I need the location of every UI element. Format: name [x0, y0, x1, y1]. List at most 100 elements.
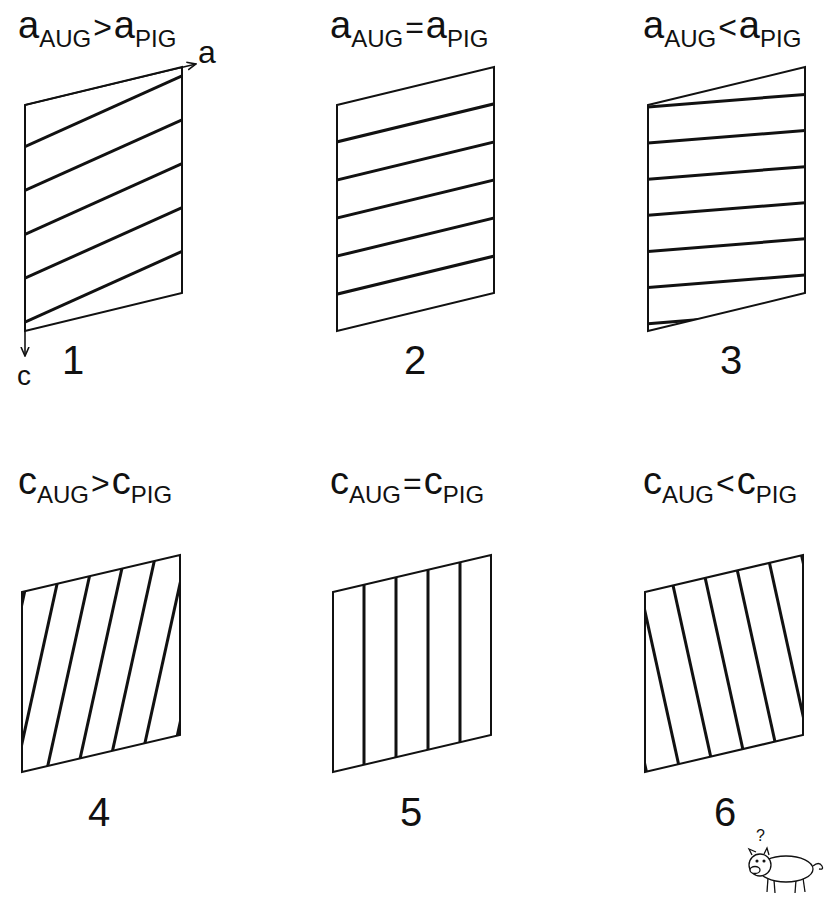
lamella-line: [767, 244, 833, 906]
lamella-line: [96, 393, 833, 581]
lamellae-lines: [0, 0, 833, 581]
lamella-line: [477, 308, 649, 906]
lamella-line: [326, 141, 833, 205]
lamella-line: [0, 0, 452, 327]
lamella-line: [0, 247, 70, 906]
lamella-line: [0, 71, 485, 399]
lamella-line: [619, 264, 622, 906]
lattice-parameter: c: [424, 460, 443, 502]
a-axis-arrow: [25, 64, 196, 105]
relation-symbol: =: [403, 9, 426, 45]
crystal-outline: [25, 67, 182, 331]
lamella-line: [220, 318, 392, 906]
lamella-line: [445, 315, 617, 906]
subscript: PIG: [756, 481, 797, 508]
lamella-line: [638, 273, 810, 906]
lamella-line: [171, 264, 174, 906]
lamella-line: [0, 0, 353, 108]
inequality-heading: cAUG<cPIG: [643, 462, 797, 500]
lamella-line: [523, 264, 526, 906]
relation-symbol: =: [401, 465, 424, 501]
subscript: PIG: [131, 481, 172, 508]
lamella-line: [162, 305, 334, 906]
subscript: AUG: [349, 481, 401, 508]
lamella-line: [132, 299, 304, 906]
relation-symbol: >: [91, 9, 114, 45]
lamella-line: [0, 0, 386, 181]
lamella-line: [831, 230, 833, 906]
crystal-outline: [22, 555, 180, 772]
lamella-line: [44, 279, 216, 906]
axis-label: c: [17, 362, 31, 390]
subscript: AUG: [351, 25, 403, 52]
lamella-line: [670, 266, 833, 906]
inequality-heading: aAUG<aPIG: [643, 6, 801, 44]
lamella-line: [0, 0, 370, 144]
subscript: AUG: [662, 481, 714, 508]
question-mark: ?: [756, 828, 765, 844]
lamella-line: [191, 312, 363, 906]
lamella-line: [329, 177, 833, 241]
crystal-outline: [645, 555, 803, 772]
lattice-parameter: a: [114, 4, 135, 46]
lamellae-lines: [380, 216, 833, 906]
lamella-line: [62, 249, 833, 437]
lamella-line: [53, 213, 831, 401]
lamella-line: [0, 217, 550, 545]
lamella-line: [346, 392, 833, 456]
panel-number: 5: [400, 792, 422, 832]
lamella-line: [340, 321, 833, 385]
lamellae-lines: [306, 0, 833, 528]
lamella-line: [0, 290, 583, 618]
lamella-line: [0, 0, 769, 149]
lattice-parameter: c: [330, 460, 349, 502]
lamella-line: [0, 0, 337, 71]
lamella-line: [555, 264, 558, 906]
lamella-line: [267, 264, 270, 906]
panel-number: 6: [714, 792, 736, 832]
lamellae-lines: [0, 221, 421, 906]
subscript: AUG: [37, 481, 89, 508]
lamella-line: [314, 0, 833, 61]
lamella-line: [541, 294, 713, 906]
lamella-line: [703, 259, 833, 906]
lamella-line: [0, 241, 40, 906]
lamella-line: [331, 264, 334, 906]
crystal-outline: [333, 555, 491, 772]
lamella-line: [0, 35, 468, 363]
lattice-parameter: a: [643, 4, 664, 46]
relation-symbol: <: [716, 9, 739, 45]
lamella-line: [0, 0, 761, 113]
lamella-line: [9, 33, 787, 221]
inequality-heading: aAUG=aPIG: [330, 6, 488, 44]
lamella-line: [0, 181, 534, 509]
panel-number: 2: [404, 340, 426, 380]
lamella-line: [74, 286, 246, 906]
lamella-line: [299, 264, 302, 906]
lamella-line: [509, 301, 681, 906]
lattice-parameter: c: [643, 460, 662, 502]
lamella-line: [331, 213, 833, 277]
lamella-line: [235, 264, 238, 906]
panel-number: 3: [720, 340, 742, 380]
subscript: PIG: [135, 25, 176, 52]
panel-number: 1: [62, 340, 84, 380]
lamella-line: [103, 292, 275, 906]
lamella-line: [337, 285, 833, 349]
lamella-line: [0, 0, 735, 5]
lamella-line: [88, 357, 833, 545]
subscript: AUG: [39, 25, 91, 52]
lamella-line: [27, 105, 805, 293]
lattice-parameter: a: [739, 4, 760, 46]
lamella-line: [79, 321, 833, 509]
lattice-parameter: c: [18, 460, 37, 502]
lamella-line: [799, 237, 833, 906]
lamella-line: [412, 322, 584, 906]
lamella-line: [203, 264, 206, 906]
lattice-parameter: a: [426, 4, 447, 46]
crystal-outline: [648, 67, 805, 331]
lamella-line: [459, 264, 462, 906]
lamella-line: [44, 177, 822, 365]
lamellae-lines: [0, 0, 600, 655]
